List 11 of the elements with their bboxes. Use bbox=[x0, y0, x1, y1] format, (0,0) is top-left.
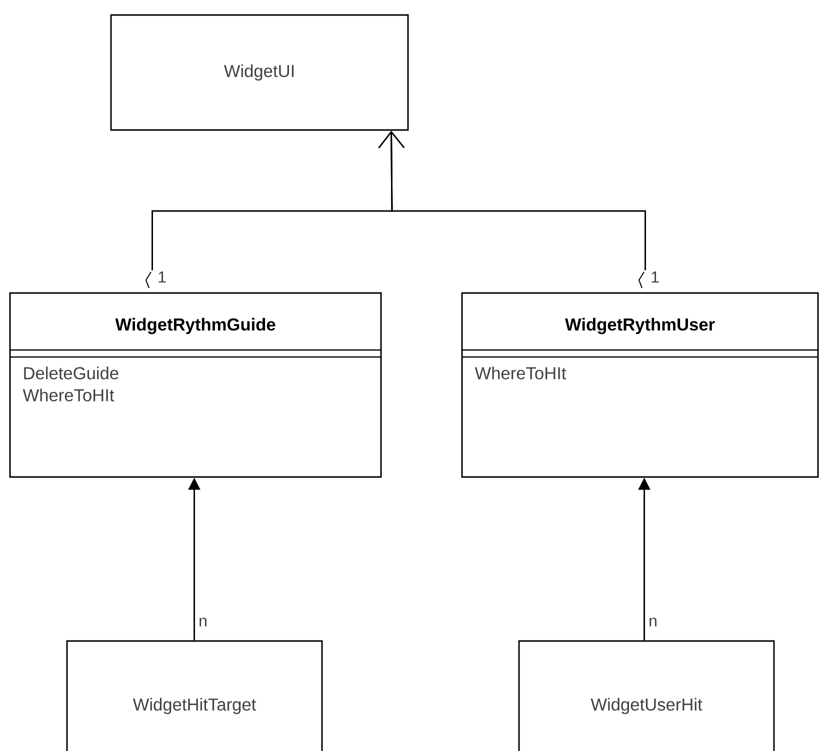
attribute-text: WhereToHIt bbox=[22, 388, 114, 402]
attribute-text: DeleteGuide bbox=[24, 366, 118, 380]
edge-label: 1 bbox=[652, 272, 659, 282]
class-box: WidgetUserHit bbox=[518, 640, 775, 751]
arrow bbox=[378, 130, 646, 288]
class-box: WidgetUI bbox=[110, 14, 409, 131]
class-box: WidgetHitTarget bbox=[66, 640, 323, 751]
edge-label: 1 bbox=[158, 272, 166, 282]
edge-label: n bbox=[650, 618, 656, 626]
attribute-text: WhereToHIt bbox=[474, 366, 566, 380]
edge-label: n bbox=[200, 618, 206, 626]
